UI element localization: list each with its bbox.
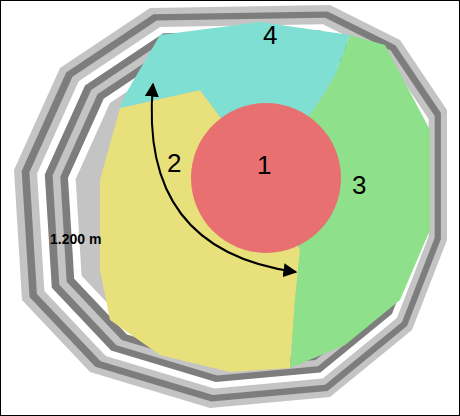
phase-number: 4 bbox=[263, 22, 277, 48]
dimension-label: 1.200 m bbox=[50, 232, 101, 246]
phase-number: 3 bbox=[352, 172, 366, 198]
phase-shape bbox=[190, 102, 342, 254]
phase-number: 1 bbox=[257, 152, 271, 178]
pit-phase bbox=[190, 102, 342, 254]
bench-ring bbox=[22, 11, 441, 401]
bench-ring bbox=[29, 18, 434, 395]
bench-ring bbox=[14, 5, 447, 408]
phase-area bbox=[191, 103, 341, 253]
phase-number: 2 bbox=[167, 150, 181, 176]
